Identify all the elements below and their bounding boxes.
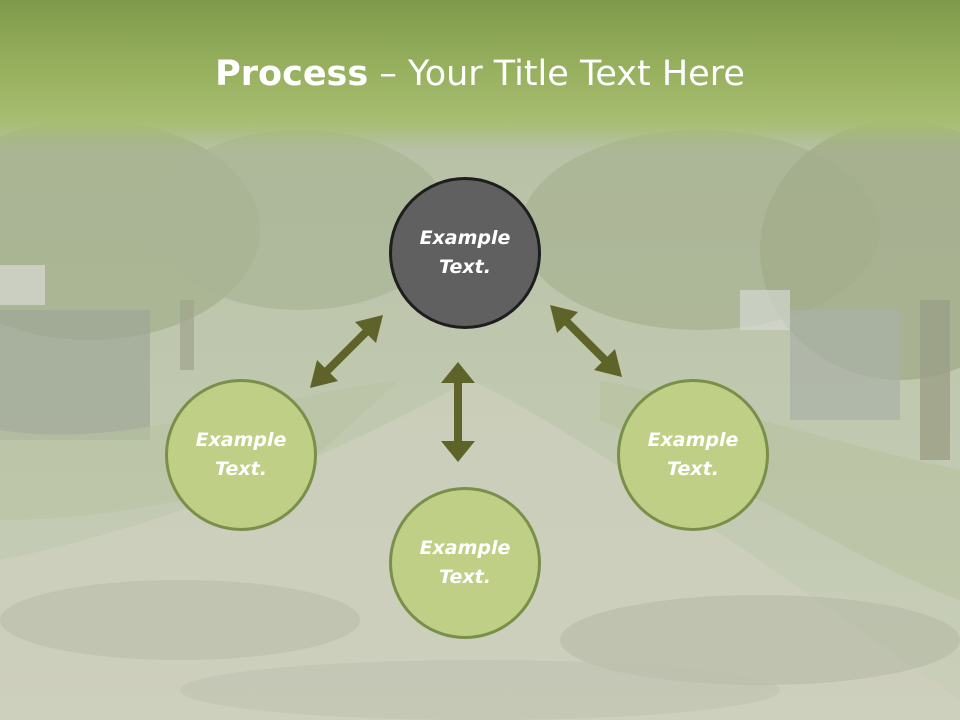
process-node-left: Example Text. (165, 379, 317, 531)
process-node-center: Example Text. (389, 177, 541, 329)
title-bar (0, 0, 960, 150)
process-node-left-label: Example Text. (195, 429, 287, 480)
arrow-center-bottom-head-upper (441, 362, 475, 383)
process-node-right-label: Example Text. (647, 429, 739, 480)
process-node-bottom-label: Example Text. (419, 537, 511, 588)
arrow-center-right-head-lower (594, 349, 622, 377)
arrow-center-left-head-lower (310, 360, 338, 388)
process-node-right: Example Text. (617, 379, 769, 531)
arrow-center-left-shaft (324, 329, 369, 374)
arrow-center-right-shaft (564, 319, 608, 363)
arrow-center-right-head-upper (550, 305, 578, 333)
process-node-center-label: Example Text. (419, 227, 511, 278)
slide-title: Process – Your Title Text Here (0, 52, 960, 96)
arrow-center-left-head-upper (355, 315, 383, 343)
slide-title-rest: – Your Title Text Here (368, 54, 745, 94)
arrow-center-bottom-head-lower (441, 441, 475, 462)
process-node-bottom: Example Text. (389, 487, 541, 639)
slide-title-bold: Process (215, 54, 369, 94)
